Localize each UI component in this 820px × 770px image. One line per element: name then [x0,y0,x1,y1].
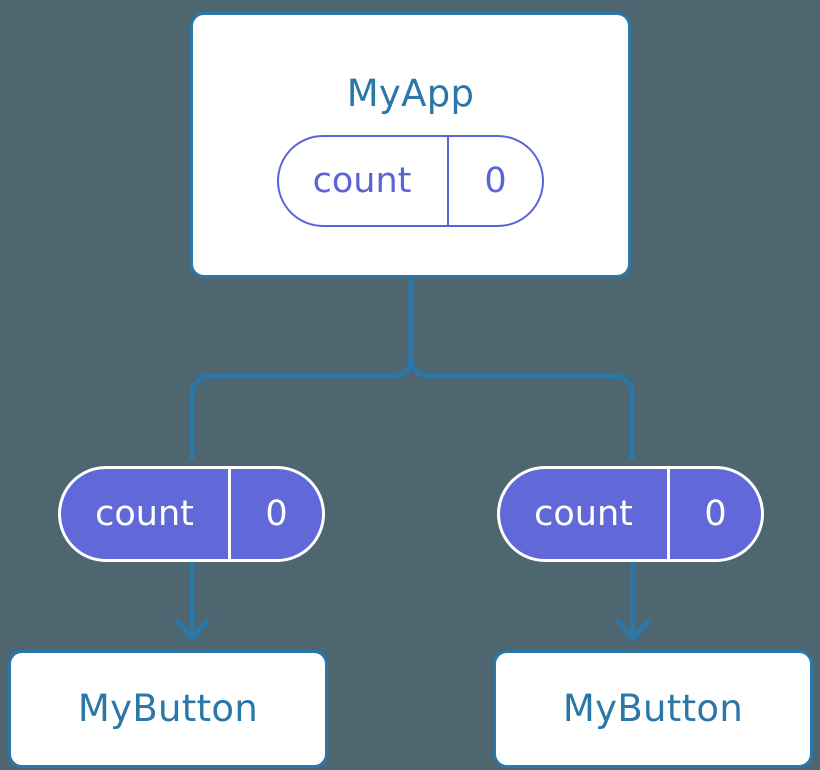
connector-arrow-right-head [615,618,651,642]
connector-branch-right [408,351,635,460]
component-title-mybutton-right: MyButton [562,687,744,730]
connector-branch-left [189,351,414,460]
state-pill-child-right-value: 0 [704,494,727,534]
component-box-mybutton-left[interactable]: MyButton [8,650,328,768]
state-pill-child-left[interactable]: count 0 [58,466,325,562]
state-pill-child-right-key: count [500,469,670,559]
component-box-mybutton-right[interactable]: MyButton [493,650,813,768]
state-pill-myapp-value: 0 [484,161,507,201]
component-title-myapp: MyApp [346,72,475,115]
state-pill-child-left-key: count [61,469,231,559]
state-pill-child-left-value: 0 [265,494,288,534]
connector-arrow-left-head [174,618,210,642]
state-pill-myapp-key: count [279,137,449,225]
state-pill-myapp[interactable]: count 0 [277,135,544,227]
component-title-mybutton-left: MyButton [77,687,259,730]
state-pill-child-right[interactable]: count 0 [497,466,764,562]
